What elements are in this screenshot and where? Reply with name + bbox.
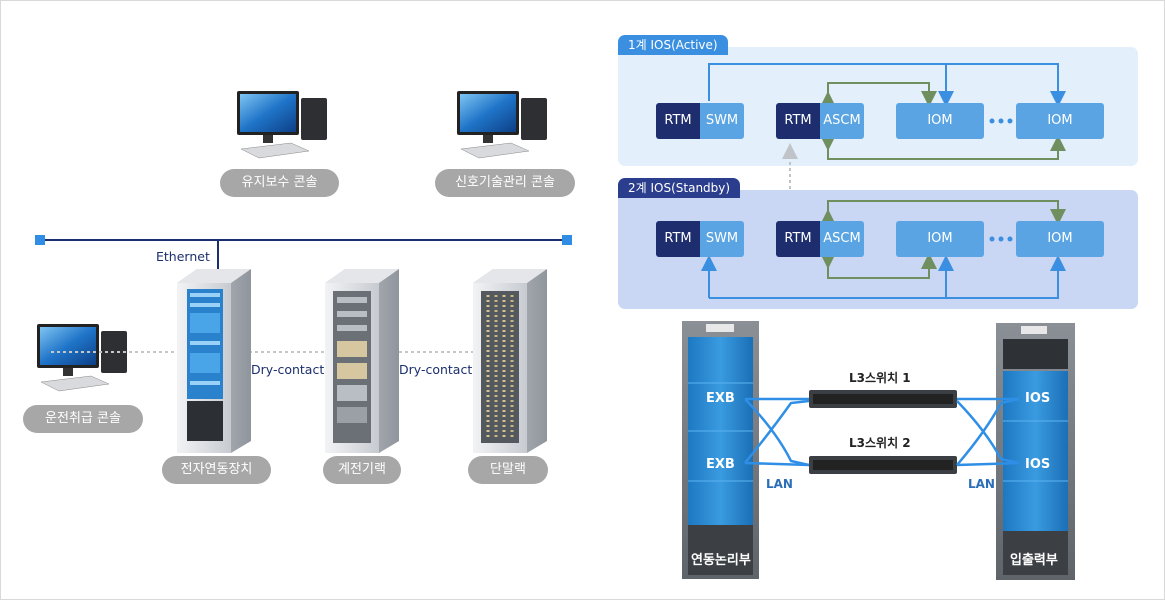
terminal-rack-icon: [473, 269, 547, 453]
active-swm: SWM: [700, 103, 744, 139]
switch-2-label: L3스위치 2: [849, 436, 911, 450]
signal-mgmt-console-label: 신호기술관리 콘솔: [435, 169, 575, 197]
interlocking-rack-icon: [177, 269, 251, 453]
interlocking-rack-label: 전자연동장치: [162, 456, 271, 484]
active-iom-1: IOM: [896, 103, 984, 139]
ios-label-2: IOS: [1025, 457, 1051, 472]
standby-rtm-1: RTM: [656, 221, 700, 257]
dry-contact-label-1: Dry-contact: [251, 362, 325, 377]
active-iom-2: IOM: [1016, 103, 1104, 139]
signal-mgmt-computer-icon: [457, 91, 547, 159]
active-rtm-1: RTM: [656, 103, 700, 139]
standby-blue-arrows: [701, 255, 1066, 299]
ethernet-label: Ethernet: [156, 249, 210, 264]
active-rtm-2: RTM: [776, 103, 820, 139]
active-blue-arrows: [708, 63, 1066, 107]
standby-iom-2: IOM: [1016, 221, 1104, 257]
switch-1-label: L3스위치 1: [849, 371, 911, 385]
terminal-rack-label: 단말랙: [468, 456, 548, 484]
standby-rtm-2: RTM: [776, 221, 820, 257]
right-rack-label: 입출력부: [1010, 553, 1058, 568]
rack-photo: [682, 321, 1075, 580]
left-rack-label: 연동논리부: [691, 553, 751, 568]
lan-label-right: LAN: [968, 477, 995, 491]
relay-rack-label: 계전기랙: [323, 456, 401, 484]
ios-active-tag: 1계 IOS(Active): [618, 35, 728, 55]
active-green-arrows: [820, 82, 1066, 160]
standby-ascm: ASCM: [820, 221, 864, 257]
standby-iom-1: IOM: [896, 221, 984, 257]
dry-contact-label-2: Dry-contact: [399, 362, 473, 377]
ethernet-bus: [35, 235, 572, 271]
operation-console-label: 운전취급 콘솔: [23, 405, 143, 433]
active-ascm: ASCM: [820, 103, 864, 139]
maintenance-console-label: 유지보수 콘솔: [220, 169, 339, 197]
exb-label-2: EXB: [706, 457, 735, 472]
ios-label-1: IOS: [1025, 391, 1051, 406]
exb-label-1: EXB: [706, 391, 735, 406]
relay-rack-icon: [325, 269, 399, 453]
standby-green-arrows: [820, 200, 1066, 279]
standby-swm: SWM: [700, 221, 744, 257]
iom-ellipsis: [989, 118, 1013, 242]
ios-standby-tag: 2계 IOS(Standby): [618, 178, 741, 198]
operation-computer-icon: [37, 324, 127, 392]
maintenance-computer-icon: [237, 91, 327, 159]
lan-label-left: LAN: [766, 477, 793, 491]
